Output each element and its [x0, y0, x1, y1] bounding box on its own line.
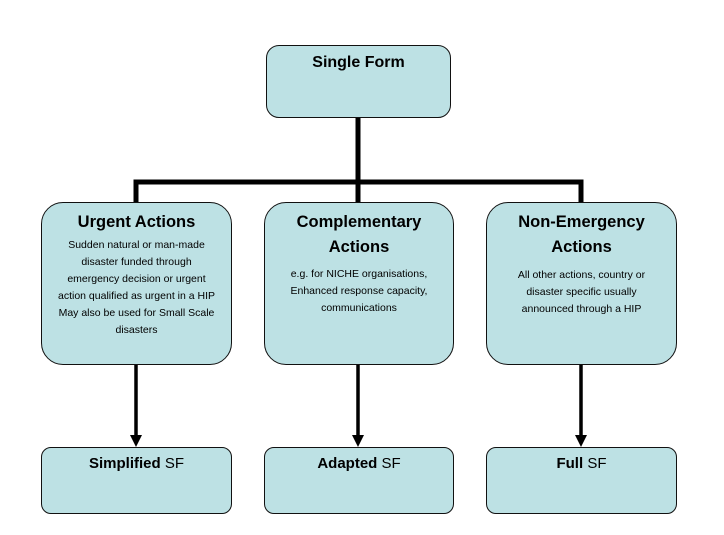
simplified-sf-box: Simplified SF — [41, 447, 232, 514]
desc-line: announced through a HIP — [521, 303, 642, 315]
title-line: Complementary — [296, 213, 422, 231]
title-line: Non-Emergency — [518, 213, 645, 231]
simplified-sf-label: Simplified SF — [42, 455, 231, 472]
outcome-bold: Simplified — [88, 455, 161, 472]
urgent-actions-box: Urgent Actions Sudden natural or man-mad… — [41, 202, 232, 365]
desc-line: May also be used for Small Scale — [58, 307, 215, 319]
urgent-actions-title: Urgent Actions — [77, 213, 196, 231]
arrow-urgent-head — [130, 435, 142, 447]
full-sf-label: Full SF — [487, 455, 676, 472]
desc-line: communications — [321, 302, 397, 314]
complementary-actions-title: Complementary Actions — [265, 210, 453, 260]
non-emergency-actions-description: All other actions, country or disaster s… — [487, 267, 676, 318]
adapted-sf-label: Adapted SF — [265, 455, 453, 472]
non-emergency-actions-title: Non-Emergency Actions — [487, 210, 676, 260]
desc-line: All other actions, country or — [517, 269, 646, 281]
outcome-suffix: SF — [377, 455, 401, 472]
title-line: Actions — [328, 238, 390, 256]
desc-line: emergency decision or urgent — [67, 273, 206, 285]
desc-line: action qualified as urgent in a HIP — [57, 290, 215, 302]
outcome-suffix: SF — [583, 455, 607, 472]
non-emergency-actions-box: Non-Emergency Actions All other actions,… — [486, 202, 677, 365]
desc-line: Sudden natural or man-made — [68, 239, 205, 251]
desc-line: e.g. for NICHE organisations, — [290, 268, 428, 280]
desc-line: disaster funded through — [81, 256, 192, 268]
single-form-title: Single Form — [312, 54, 405, 71]
outcome-bold: Adapted — [317, 455, 378, 472]
outcome-suffix: SF — [160, 455, 185, 472]
arrow-complementary-head — [352, 435, 364, 447]
title-line: Actions — [551, 238, 612, 256]
single-form-box: Single Form — [266, 45, 451, 118]
complementary-actions-box: Complementary Actions e.g. for NICHE org… — [264, 202, 454, 365]
complementary-actions-description: e.g. for NICHE organisations, Enhanced r… — [265, 266, 453, 317]
outcome-bold: Full — [556, 455, 584, 472]
adapted-sf-box: Adapted SF — [264, 447, 454, 514]
desc-line: disasters — [115, 324, 158, 336]
desc-line: disaster specific usually — [526, 286, 637, 298]
urgent-actions-description: Sudden natural or man-made disaster fund… — [42, 237, 231, 339]
full-sf-box: Full SF — [486, 447, 677, 514]
desc-line: Enhanced response capacity, — [290, 285, 428, 297]
arrow-nonemergency-head — [575, 435, 587, 447]
